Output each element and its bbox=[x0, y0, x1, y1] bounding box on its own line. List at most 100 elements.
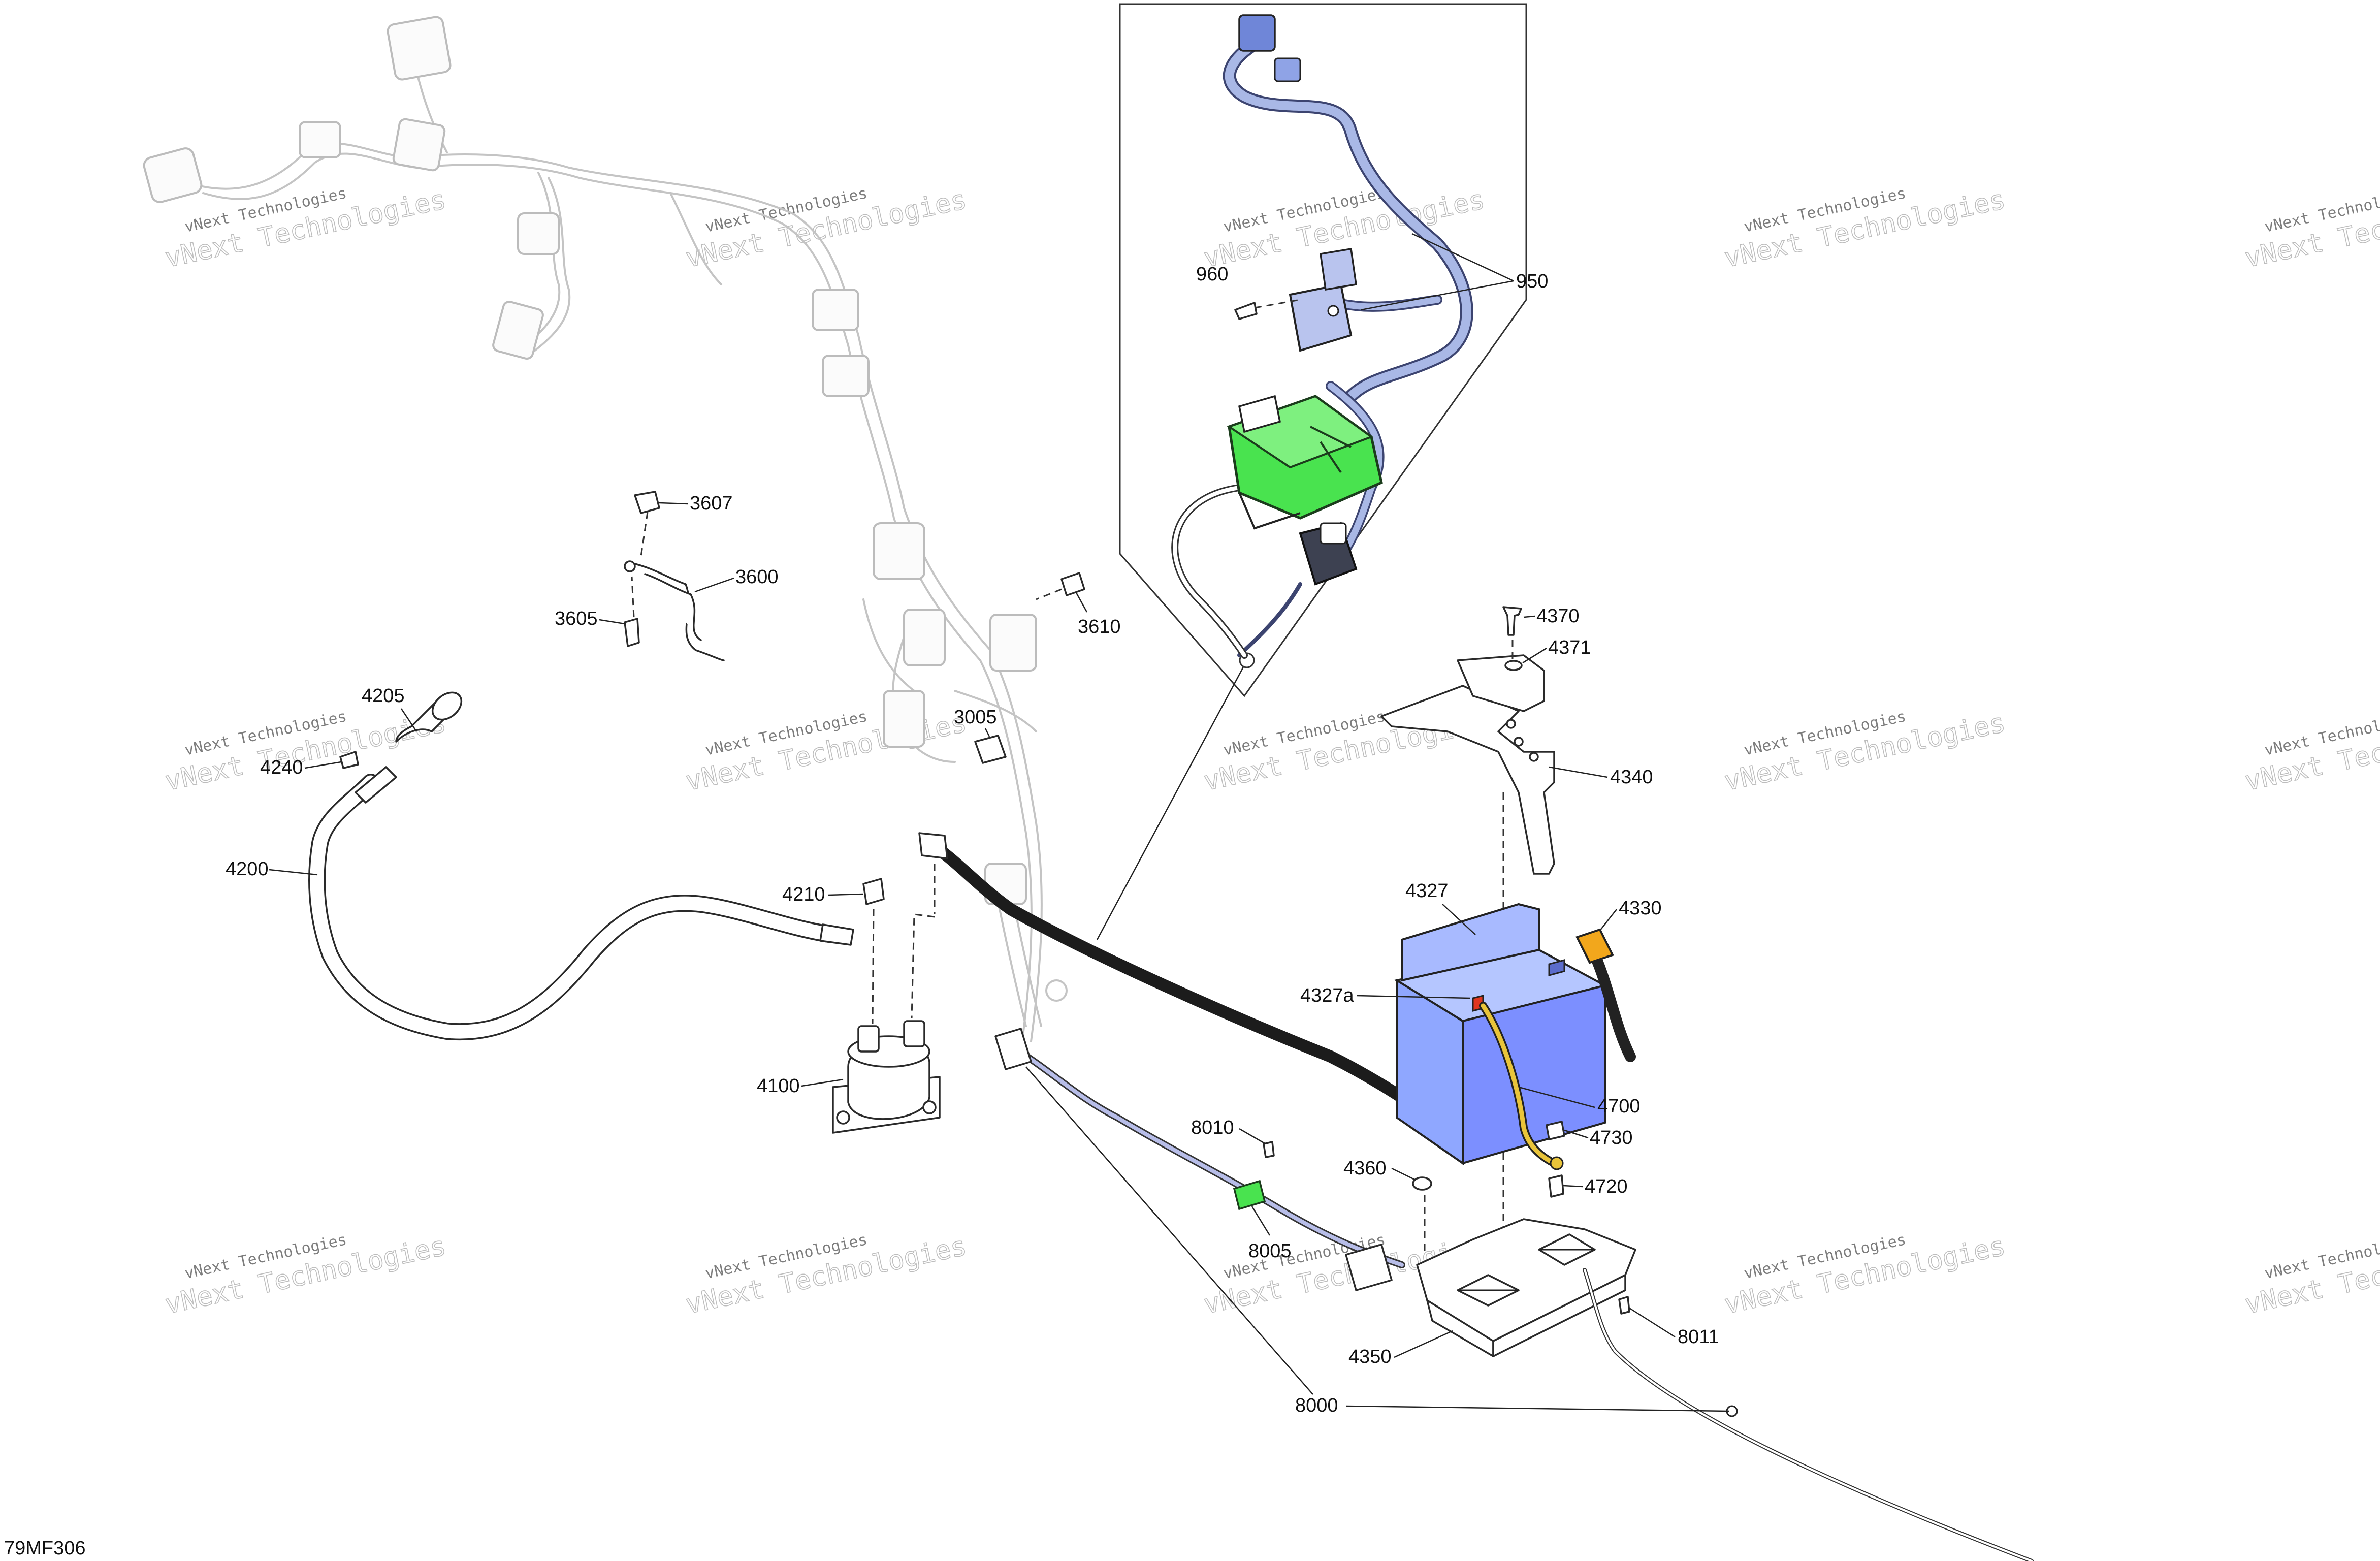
battery-positive-cable bbox=[923, 837, 1423, 1113]
boot-4205-opening bbox=[431, 691, 463, 721]
harness-loop bbox=[1173, 486, 1246, 657]
dash-3610 bbox=[1036, 588, 1062, 600]
cable-lug-4240 bbox=[355, 766, 397, 804]
leader-4330 bbox=[1599, 909, 1617, 931]
callout-4370: 4370 bbox=[1536, 606, 1580, 627]
callout-4205: 4205 bbox=[362, 685, 405, 707]
watermark: vNext Technologies vNext Technologies bbox=[683, 184, 970, 274]
callout-3610: 3610 bbox=[1078, 616, 1121, 638]
leader-4360 bbox=[1391, 1167, 1415, 1181]
screw-8011 bbox=[1618, 1296, 1630, 1315]
watermark: vNext Technologies vNext Technologies bbox=[2242, 707, 2380, 797]
leader-8000 bbox=[1345, 1405, 1730, 1412]
callout-4360: 4360 bbox=[1343, 1158, 1387, 1179]
harness-8000-connector bbox=[994, 1028, 1032, 1070]
watermark: vNext Technologies vNext Technologies bbox=[162, 1230, 449, 1320]
connector-latch bbox=[1320, 522, 1347, 545]
washer-4371 bbox=[1504, 660, 1523, 671]
leader-4370 bbox=[1523, 615, 1535, 618]
battery-4327 bbox=[1394, 903, 1608, 1165]
leader-4700 bbox=[1518, 1086, 1595, 1108]
callout-3600: 3600 bbox=[735, 566, 779, 588]
leader-4210 bbox=[827, 893, 864, 896]
watermark: vNext Technologies vNext Technologies bbox=[683, 707, 970, 797]
leader-8010 bbox=[1239, 1128, 1266, 1145]
fuse-box-clip bbox=[1238, 395, 1281, 433]
watermark: vNext Technologies vNext Technologies bbox=[1721, 184, 2008, 274]
callout-4100: 4100 bbox=[757, 1075, 800, 1097]
callout-950: 950 bbox=[1516, 271, 1548, 292]
screw-8010 bbox=[1263, 1141, 1275, 1158]
harness-top-connector bbox=[1238, 14, 1276, 52]
callout-960: 960 bbox=[1196, 264, 1228, 285]
callout-4327: 4327 bbox=[1405, 880, 1449, 902]
callout-4200: 4200 bbox=[226, 858, 269, 880]
callout-8005: 8005 bbox=[1248, 1240, 1292, 1262]
callout-8010: 8010 bbox=[1191, 1117, 1234, 1138]
leader-4200 bbox=[269, 869, 318, 876]
leader-4327 bbox=[1442, 904, 1476, 935]
callout-4371: 4371 bbox=[1548, 637, 1591, 658]
callout-4700: 4700 bbox=[1597, 1096, 1641, 1117]
fuse-box-lid bbox=[1227, 395, 1374, 469]
nut-4210 bbox=[862, 878, 885, 905]
leader-3605 bbox=[599, 619, 625, 625]
clip-8005 bbox=[1233, 1180, 1266, 1210]
nut-3607 bbox=[634, 491, 660, 514]
screw-4370 bbox=[1502, 606, 1522, 636]
fuse-box-rib bbox=[1320, 441, 1342, 473]
leader-3600 bbox=[694, 577, 734, 593]
leader-4371 bbox=[1522, 647, 1547, 664]
assembly-3600 bbox=[624, 491, 1085, 764]
callout-4240: 4240 bbox=[260, 757, 303, 778]
watermark: vNext Technologies vNext Technologies bbox=[1721, 1230, 2008, 1320]
fuse-box-rib bbox=[1310, 426, 1352, 448]
callout-3005: 3005 bbox=[954, 707, 997, 728]
watermark: vNext Technologies vNext Technologies bbox=[1721, 707, 2008, 797]
relay-mount-hole bbox=[1327, 305, 1339, 317]
callout-3605: 3605 bbox=[555, 608, 598, 629]
inset-frame bbox=[1119, 3, 1527, 697]
leader-4720 bbox=[1563, 1185, 1584, 1188]
leader-8005 bbox=[1251, 1206, 1271, 1236]
dash-3607 bbox=[640, 512, 649, 557]
callout-4330: 4330 bbox=[1619, 898, 1662, 919]
figure-id: 79MF306 bbox=[4, 1538, 86, 1559]
strap-eye bbox=[624, 560, 636, 572]
main-harness-ghost bbox=[143, 16, 1068, 1053]
solenoid-4100 bbox=[832, 1020, 941, 1134]
nut-4730 bbox=[1546, 1121, 1565, 1140]
leader-3607 bbox=[659, 502, 689, 505]
inset-pointer-line bbox=[1096, 660, 1248, 940]
cable-terminal bbox=[918, 832, 948, 859]
leader-4240 bbox=[304, 761, 342, 769]
watermark: vNext Technologies vNext Technologies bbox=[162, 184, 449, 274]
callout-4340: 4340 bbox=[1610, 767, 1653, 788]
strap-4700-eye bbox=[1550, 1156, 1564, 1170]
cable-lug-4210 bbox=[819, 923, 854, 946]
leader-4100 bbox=[801, 1078, 844, 1087]
bolt-3610 bbox=[1060, 572, 1085, 596]
leader-3005 bbox=[984, 728, 990, 737]
callout-4720: 4720 bbox=[1585, 1176, 1628, 1197]
callout-8000: 8000 bbox=[1295, 1395, 1338, 1416]
dash-4210 bbox=[872, 909, 875, 1024]
leader-4340 bbox=[1549, 766, 1608, 778]
harness-950 bbox=[1225, 41, 1471, 401]
callout-4730: 4730 bbox=[1590, 1127, 1633, 1149]
callout-4350: 4350 bbox=[1348, 1346, 1392, 1367]
fastener-4360 bbox=[1412, 1176, 1432, 1191]
bolt-3005 bbox=[974, 735, 1007, 764]
screw-960 bbox=[1234, 299, 1301, 320]
cable-4330-outline bbox=[1589, 949, 1636, 1062]
leader-4327a bbox=[1357, 995, 1471, 999]
screw-4240 bbox=[339, 751, 359, 769]
leader-8011 bbox=[1629, 1307, 1676, 1338]
strap-4700 bbox=[1481, 1003, 1557, 1166]
relay-bracket bbox=[1320, 247, 1357, 291]
harness-tail bbox=[1237, 582, 1302, 657]
inset-detail: 960 950 bbox=[1096, 3, 1548, 940]
cable-4330-boot bbox=[1575, 928, 1614, 964]
leader-8000-b bbox=[1025, 1066, 1313, 1395]
cable-4200 bbox=[308, 691, 854, 1041]
